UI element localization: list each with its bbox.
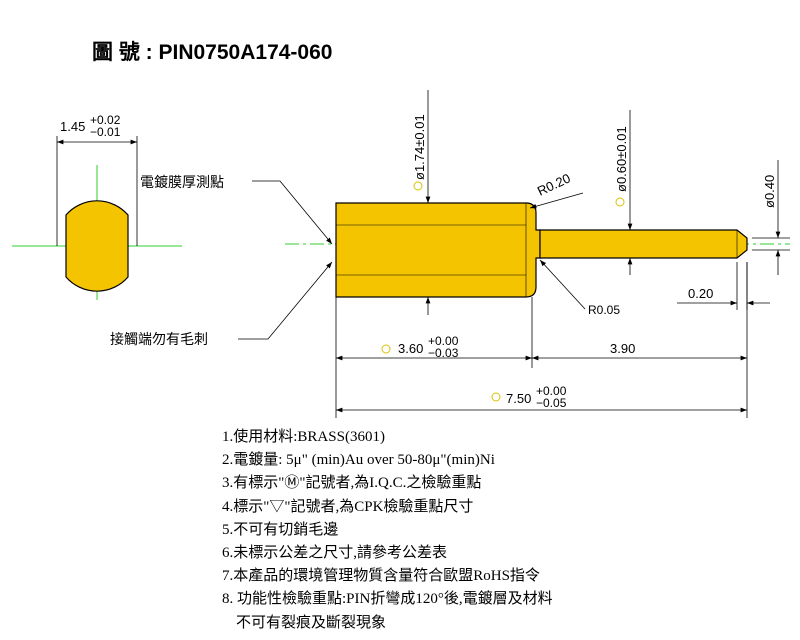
head-length-tolerance-lower: −0.03	[428, 346, 459, 360]
pin-head	[335, 202, 541, 298]
note-item: 8. 功能性檢驗重點:PIN折彎成120°後,電鍍層及材料	[222, 591, 553, 608]
note-item: 4.標示"▽"記號者,為CPK檢驗重點尺寸	[222, 498, 474, 515]
note-item-continued: 不可有裂痕及斷裂現象	[222, 612, 553, 635]
shaft-diameter-inspection-mark	[615, 197, 625, 207]
plating-measure-point-leader	[252, 180, 333, 245]
pin-shaft	[539, 229, 748, 259]
end-view-dimension: 1.45	[60, 119, 85, 134]
note-item: 1.使用材料:BRASS(3601)	[222, 429, 385, 445]
radius-top-leader	[529, 192, 584, 209]
drawing-number-title: 圖 號 : PIN0750A174-060	[92, 41, 333, 64]
note-item: 5.不可有切銷毛邊	[222, 521, 339, 538]
contact-end-no-burr-callout: 接觸端勿有毛刺	[110, 331, 208, 348]
end-view-tolerance-upper: +0.02	[90, 113, 121, 127]
note-item: 7.本產品的環境管理物質含量符合歐盟RoHS指令	[222, 568, 540, 585]
end-view-shape	[65, 200, 129, 292]
head-length-label: 3.60	[398, 341, 423, 356]
note-item: 2.電鍍量: 5μ" (min)Au over 50-80μ"(min)Ni	[222, 452, 495, 469]
contact-end-leader	[238, 261, 333, 340]
pin-technical-drawing: 1.45 +0.02 −0.01 ø1.74±0.01 ø0.60±0.01 ø…	[12, 90, 790, 418]
head-length-inspection-mark	[381, 344, 391, 354]
total-length-tolerance-upper: +0.00	[536, 384, 567, 398]
end-view: 1.45 +0.02 −0.01	[12, 113, 182, 300]
total-length-inspection-mark	[491, 392, 501, 402]
tip-diameter-label: ø0.40	[762, 175, 777, 208]
total-length-label: 7.50	[506, 391, 531, 406]
shaft-diameter-label: ø0.60±0.01	[614, 126, 629, 192]
radius-top-label: R0.20	[535, 170, 573, 198]
radius-bottom-leader	[539, 259, 586, 310]
tip-length-label: 0.20	[688, 286, 713, 301]
shaft-length-label: 3.90	[610, 341, 635, 356]
plating-measure-point-callout: 電鍍膜厚測點	[140, 174, 224, 191]
note-item: 6.未標示公差之尺寸,請參考公差表	[222, 545, 448, 562]
total-length-tolerance-lower: −0.05	[536, 396, 567, 410]
note-item: 3.有標示"Ⓜ"記號者,為I.Q.C.之檢驗重點	[222, 475, 482, 492]
head-length-tolerance-upper: +0.00	[428, 334, 459, 348]
head-diameter-inspection-mark	[413, 181, 423, 191]
end-view-tolerance-lower: −0.01	[90, 125, 121, 139]
technical-notes: 1.使用材料:BRASS(3601) 2.電鍍量: 5μ" (min)Au ov…	[222, 426, 553, 635]
radius-bottom-label: R0.05	[588, 303, 620, 317]
note-continuation-text: 不可有裂痕及斷裂現象	[236, 614, 387, 631]
head-diameter-label: ø1.74±0.01	[412, 114, 427, 180]
side-view: ø1.74±0.01 ø0.60±0.01 ø0.40 R0.20 R0.05 …	[110, 90, 790, 418]
